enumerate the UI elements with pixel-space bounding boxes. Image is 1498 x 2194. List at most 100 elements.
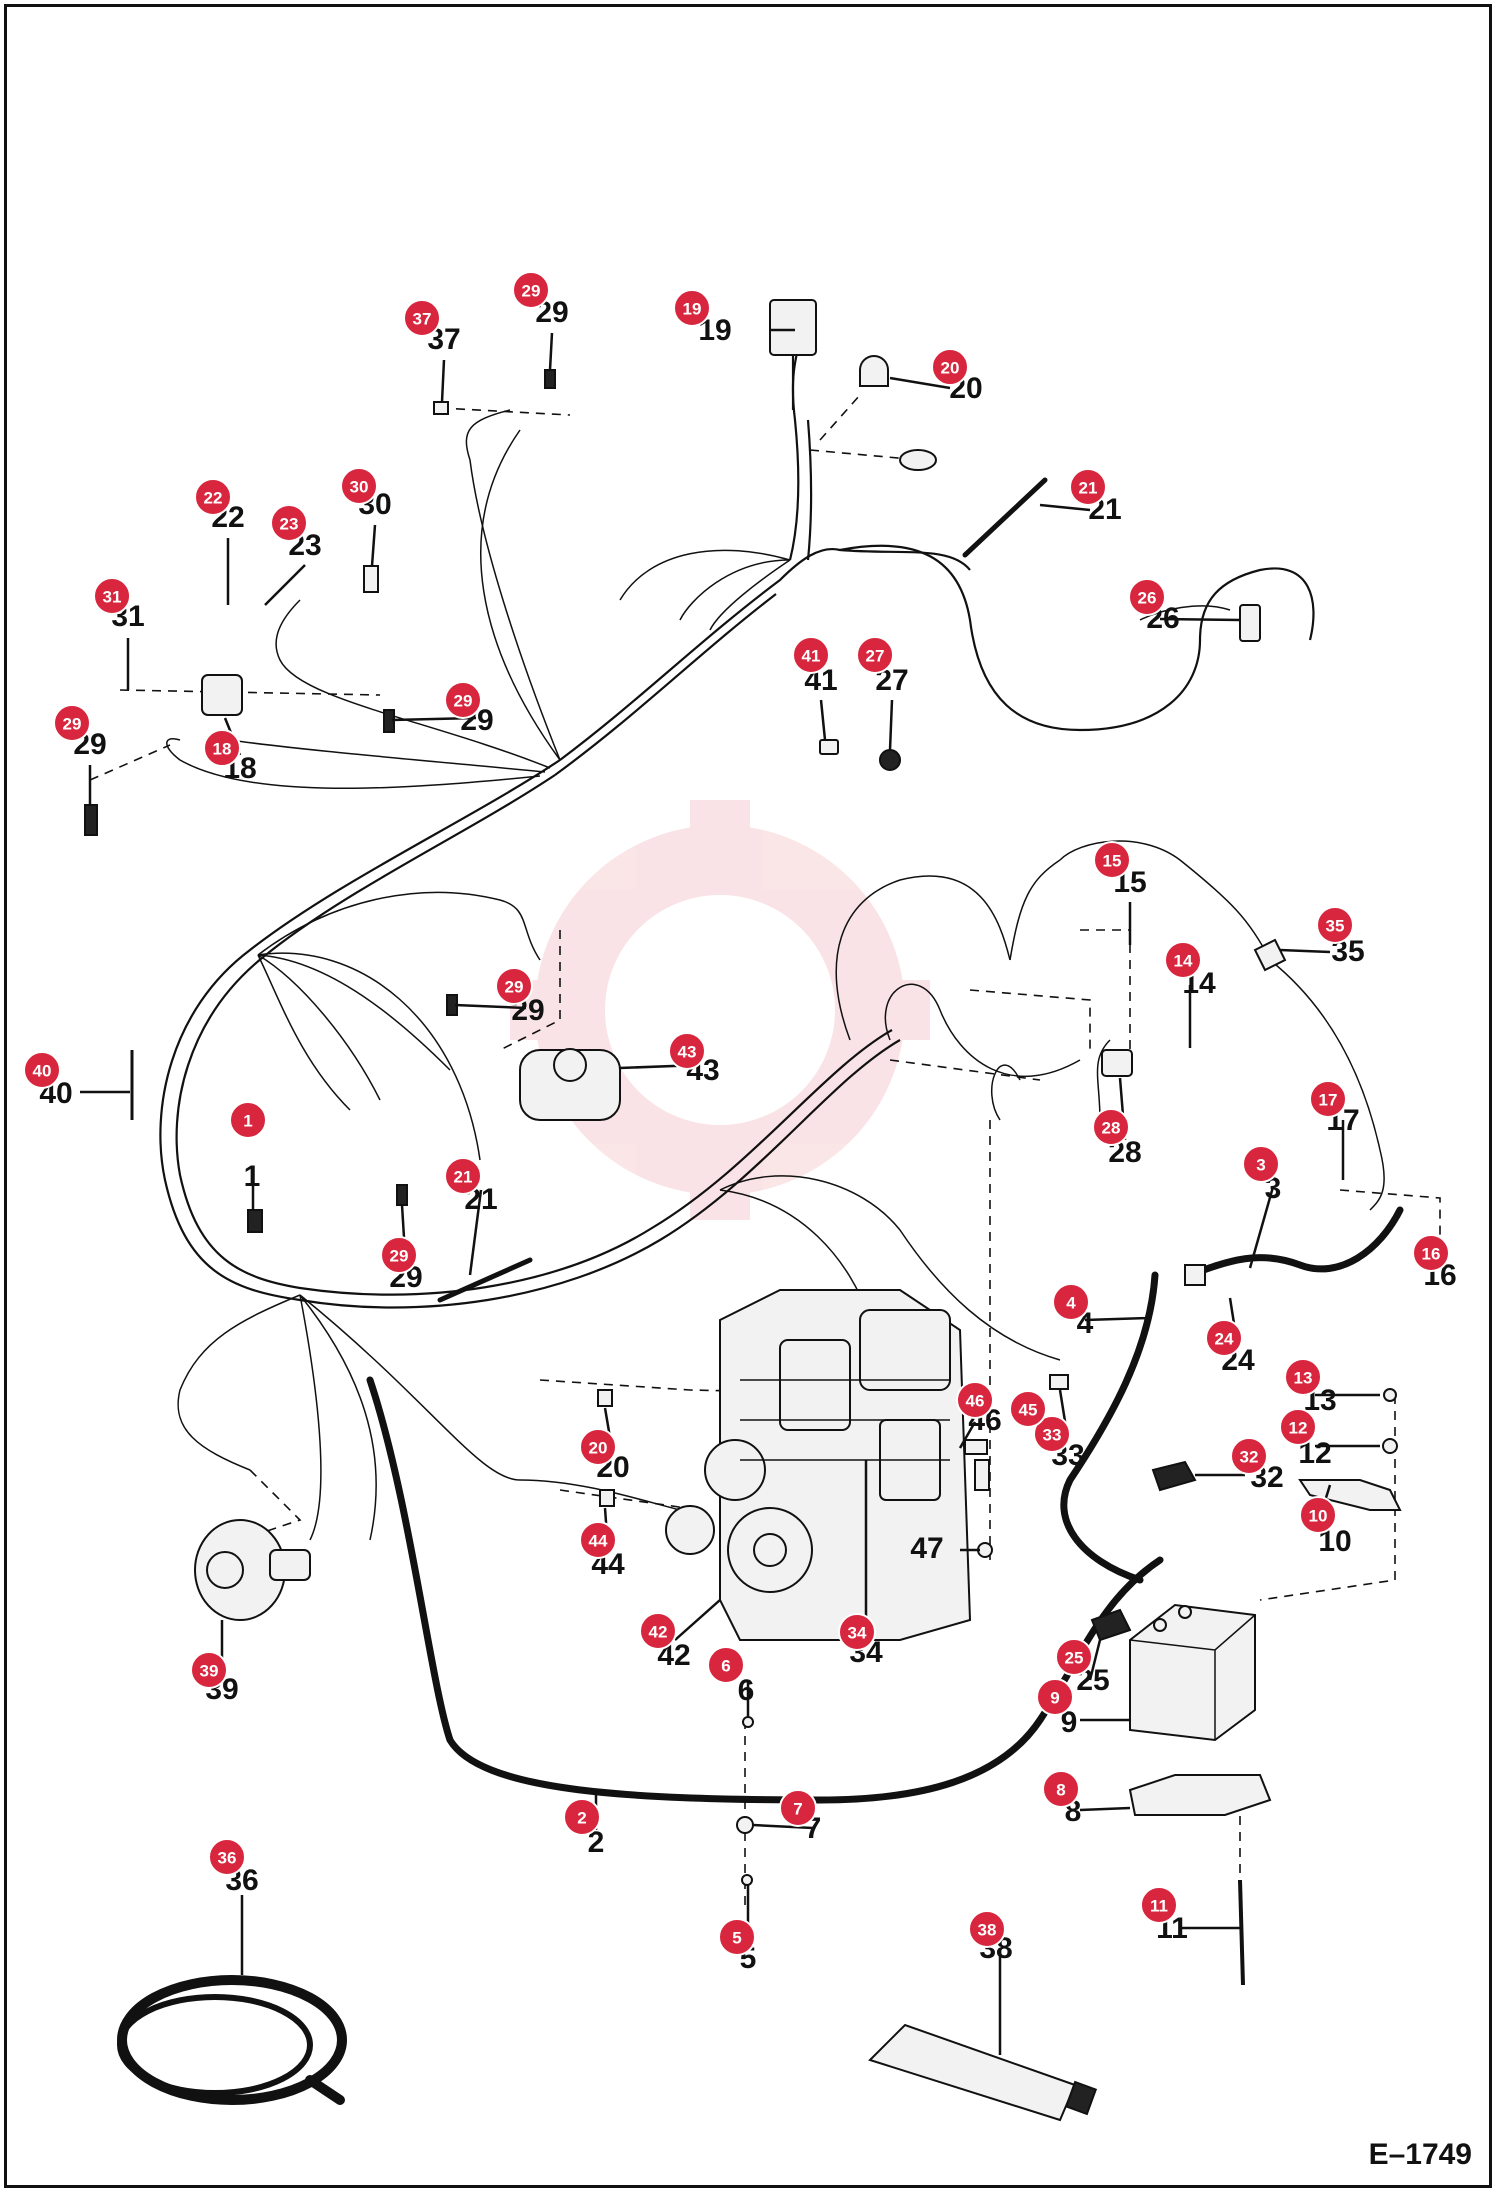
callout-22[interactable]: 22: [194, 478, 232, 516]
callout-6[interactable]: 6: [707, 1646, 745, 1684]
callout-marker[interactable]: [1230, 1437, 1268, 1475]
callout-45[interactable]: 45: [1009, 1390, 1047, 1428]
callout-marker[interactable]: [1092, 1108, 1130, 1146]
callout-marker[interactable]: [1140, 1886, 1178, 1924]
callout-marker[interactable]: [1052, 1283, 1090, 1321]
callout-29[interactable]: 29: [53, 704, 91, 742]
callout-33[interactable]: 33: [1033, 1415, 1071, 1453]
callout-5[interactable]: 5: [718, 1918, 756, 1956]
callout-marker[interactable]: [495, 967, 533, 1005]
callout-marker[interactable]: [1042, 1770, 1080, 1808]
callout-marker[interactable]: [1299, 1496, 1337, 1534]
callout-31[interactable]: 31: [93, 577, 131, 615]
callout-marker[interactable]: [718, 1918, 756, 1956]
callout-30[interactable]: 30: [340, 467, 378, 505]
callout-marker[interactable]: [838, 1613, 876, 1651]
callout-10[interactable]: 10: [1299, 1496, 1337, 1534]
callout-19[interactable]: 19: [673, 289, 711, 327]
callout-marker[interactable]: [707, 1646, 745, 1684]
callout-marker[interactable]: [380, 1236, 418, 1274]
callout-27[interactable]: 27: [856, 636, 894, 674]
callout-24[interactable]: 24: [1205, 1319, 1243, 1357]
callout-marker[interactable]: [208, 1838, 246, 1876]
callout-marker[interactable]: [1036, 1678, 1074, 1716]
callout-marker[interactable]: [1279, 1408, 1317, 1446]
callout-marker[interactable]: [1412, 1234, 1450, 1272]
callout-marker[interactable]: [956, 1381, 994, 1419]
callout-35[interactable]: 35: [1316, 906, 1354, 944]
callout-marker[interactable]: [444, 681, 482, 719]
callout-marker[interactable]: [1164, 941, 1202, 979]
callout-38[interactable]: 38: [968, 1910, 1006, 1948]
callout-8[interactable]: 8: [1042, 1770, 1080, 1808]
callout-marker[interactable]: [1316, 906, 1354, 944]
callout-12[interactable]: 12: [1279, 1408, 1317, 1446]
callout-marker[interactable]: [1093, 841, 1131, 879]
callout-16[interactable]: 16: [1412, 1234, 1450, 1272]
callout-14[interactable]: 14: [1164, 941, 1202, 979]
callout-marker[interactable]: [444, 1157, 482, 1195]
callout-29[interactable]: 29: [444, 681, 482, 719]
callout-29[interactable]: 29: [495, 967, 533, 1005]
callout-marker[interactable]: [203, 729, 241, 767]
callout-marker[interactable]: [1055, 1638, 1093, 1676]
callout-28[interactable]: 28: [1092, 1108, 1130, 1146]
callout-marker[interactable]: [93, 577, 131, 615]
callout-17[interactable]: 17: [1309, 1080, 1347, 1118]
callout-marker[interactable]: [194, 478, 232, 516]
callout-23[interactable]: 23: [270, 504, 308, 542]
callout-9[interactable]: 9: [1036, 1678, 1074, 1716]
callout-20[interactable]: 20: [931, 348, 969, 386]
callout-marker[interactable]: [1284, 1358, 1322, 1396]
callout-marker[interactable]: [1242, 1145, 1280, 1183]
callout-marker[interactable]: [1069, 468, 1107, 506]
callout-46[interactable]: 46: [956, 1381, 994, 1419]
callout-7[interactable]: 7: [779, 1789, 817, 1827]
callout-21[interactable]: 21: [1069, 468, 1107, 506]
callout-marker[interactable]: [639, 1612, 677, 1650]
callout-2[interactable]: 2: [563, 1798, 601, 1836]
callout-marker[interactable]: [340, 467, 378, 505]
callout-29[interactable]: 29: [380, 1236, 418, 1274]
callout-marker[interactable]: [668, 1032, 706, 1070]
callout-marker[interactable]: [579, 1428, 617, 1466]
callout-marker[interactable]: [53, 704, 91, 742]
callout-marker[interactable]: [403, 299, 441, 337]
callout-42[interactable]: 42: [639, 1612, 677, 1650]
callout-11[interactable]: 11: [1140, 1886, 1178, 1924]
callout-marker[interactable]: [1128, 578, 1166, 616]
callout-36[interactable]: 36: [208, 1838, 246, 1876]
callout-marker[interactable]: [1009, 1390, 1047, 1428]
callout-marker[interactable]: [792, 636, 830, 674]
callout-29[interactable]: 29: [512, 271, 550, 309]
callout-marker[interactable]: [190, 1651, 228, 1689]
callout-marker[interactable]: [779, 1789, 817, 1827]
callout-marker[interactable]: [673, 289, 711, 327]
callout-marker[interactable]: [512, 271, 550, 309]
callout-marker[interactable]: [856, 636, 894, 674]
callout-marker[interactable]: [968, 1910, 1006, 1948]
callout-3[interactable]: 3: [1242, 1145, 1280, 1183]
callout-marker[interactable]: [931, 348, 969, 386]
callout-18[interactable]: 18: [203, 729, 241, 767]
callout-4[interactable]: 4: [1052, 1283, 1090, 1321]
callout-39[interactable]: 39: [190, 1651, 228, 1689]
callout-marker[interactable]: [579, 1521, 617, 1559]
callout-marker[interactable]: [1309, 1080, 1347, 1118]
callout-13[interactable]: 13: [1284, 1358, 1322, 1396]
callout-37[interactable]: 37: [403, 299, 441, 337]
callout-marker[interactable]: [1205, 1319, 1243, 1357]
callout-40[interactable]: 40: [23, 1051, 61, 1089]
callout-32[interactable]: 32: [1230, 1437, 1268, 1475]
callout-34[interactable]: 34: [838, 1613, 876, 1651]
callout-41[interactable]: 41: [792, 636, 830, 674]
callout-1[interactable]: 1: [229, 1101, 267, 1139]
callout-20[interactable]: 20: [579, 1428, 617, 1466]
callout-21[interactable]: 21: [444, 1157, 482, 1195]
callout-marker[interactable]: [270, 504, 308, 542]
callout-marker[interactable]: [229, 1101, 267, 1139]
callout-marker[interactable]: [563, 1798, 601, 1836]
callout-15[interactable]: 15: [1093, 841, 1131, 879]
callout-43[interactable]: 43: [668, 1032, 706, 1070]
callout-marker[interactable]: [1033, 1415, 1071, 1453]
